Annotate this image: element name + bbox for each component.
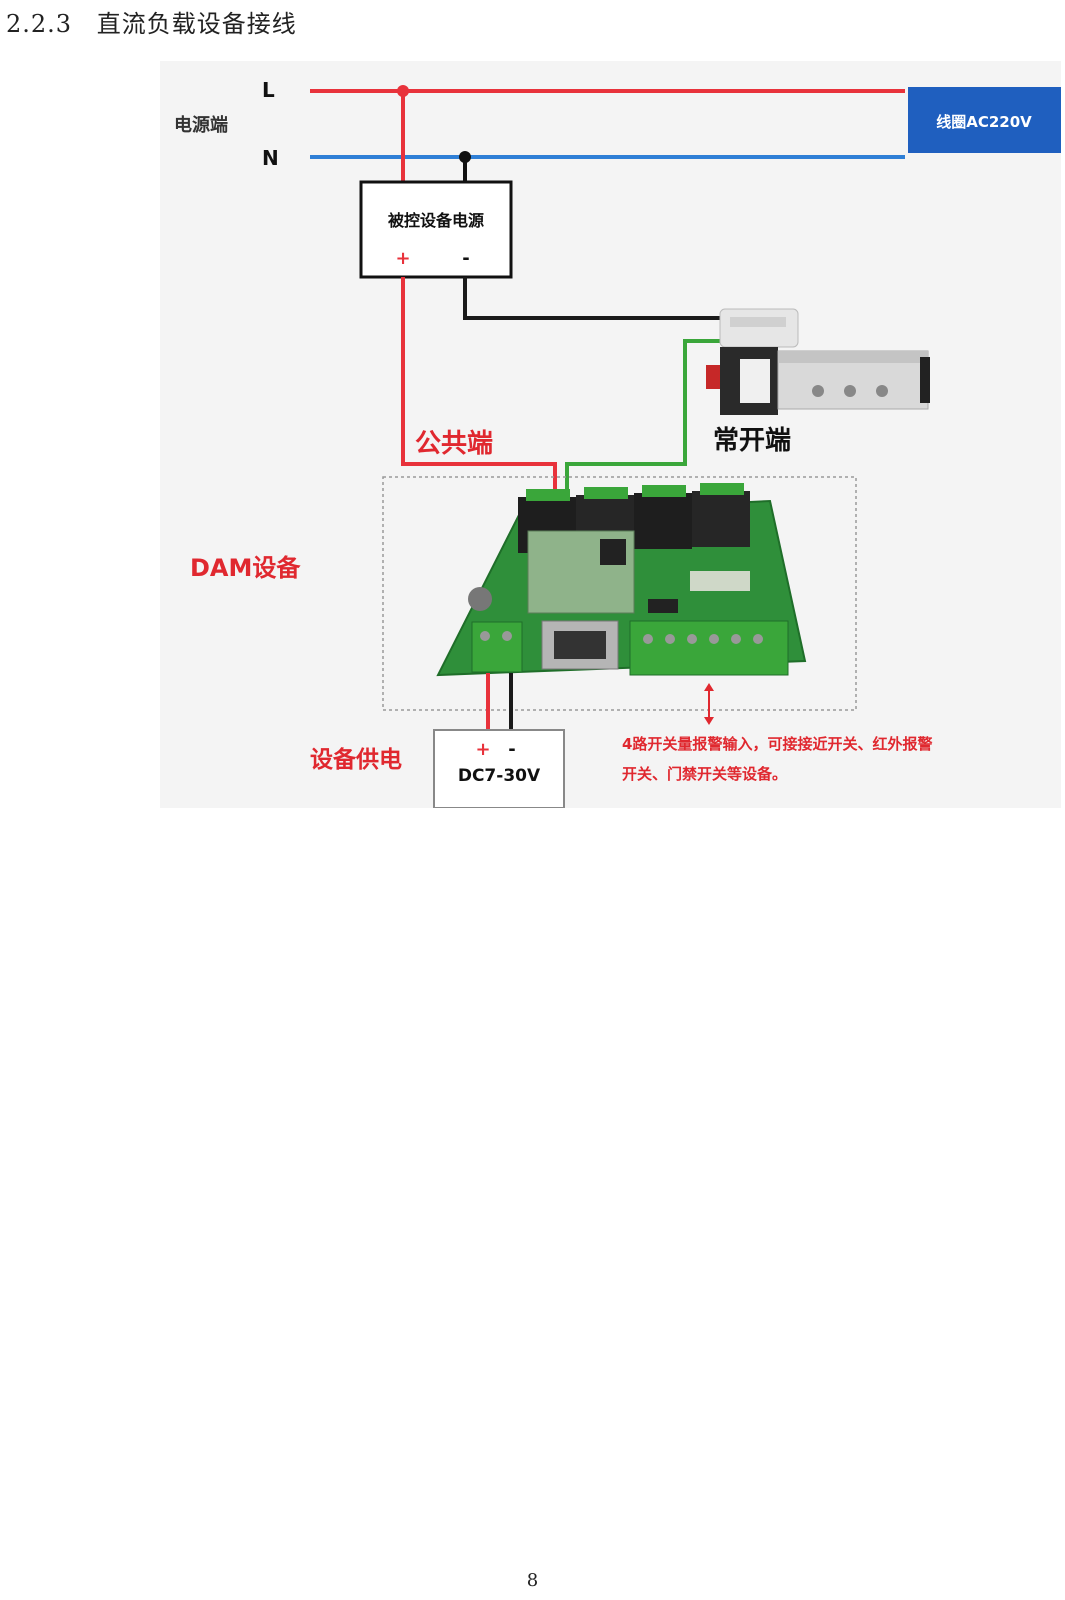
- controlled-power-box: [359, 180, 513, 279]
- dc-minus-sign: -: [508, 739, 515, 760]
- label-N: N: [262, 146, 279, 170]
- valve-ground-wire: [463, 277, 720, 320]
- controlled-power-minus: -: [462, 248, 469, 269]
- input-note-line1: 4路开关量报警输入，可接接近开关、红外报警: [622, 735, 932, 753]
- dam-device-frame: [382, 476, 857, 711]
- controlled-power-plus: +: [395, 248, 410, 269]
- section-heading: 2.2.3 直流负载设备接线: [6, 4, 297, 39]
- diagram-background: [160, 61, 1061, 808]
- label-L: L: [262, 78, 275, 102]
- section-title: 直流负载设备接线: [96, 10, 297, 38]
- input-note-line2: 开关、门禁开关等设备。: [622, 765, 787, 783]
- dam-device-label: DAM设备: [190, 554, 301, 582]
- solenoid-valve-illustration: [706, 308, 930, 415]
- power-side-label: 电源端: [174, 114, 228, 136]
- common-terminal-label: 公共端: [415, 429, 493, 459]
- device-power-label: 设备供电: [310, 746, 402, 773]
- dam-pcb-illustration: [436, 483, 807, 677]
- common-terminal-wire: [401, 277, 557, 491]
- normally-open-label: 常开端: [713, 426, 791, 456]
- supply-badge: [908, 87, 1061, 153]
- dc-supply-box: [433, 729, 565, 808]
- dc-range-label: DC7-30V: [458, 766, 541, 786]
- wiring-diagram-svg: L N 电源端 线圈AC220V 被控设备电源 + -: [160, 61, 1061, 808]
- section-number: 2.2.3: [6, 10, 73, 38]
- wiring-diagram-figure: L N 电源端 线圈AC220V 被控设备电源 + -: [160, 61, 1061, 808]
- input-arrow: [704, 683, 714, 725]
- normally-open-wire: [565, 339, 720, 491]
- supply-badge-text: 线圈AC220V: [936, 113, 1032, 131]
- page-number: 8: [526, 1570, 539, 1591]
- controlled-power-title: 被控设备电源: [388, 211, 484, 230]
- dc-plus-sign: +: [475, 739, 490, 760]
